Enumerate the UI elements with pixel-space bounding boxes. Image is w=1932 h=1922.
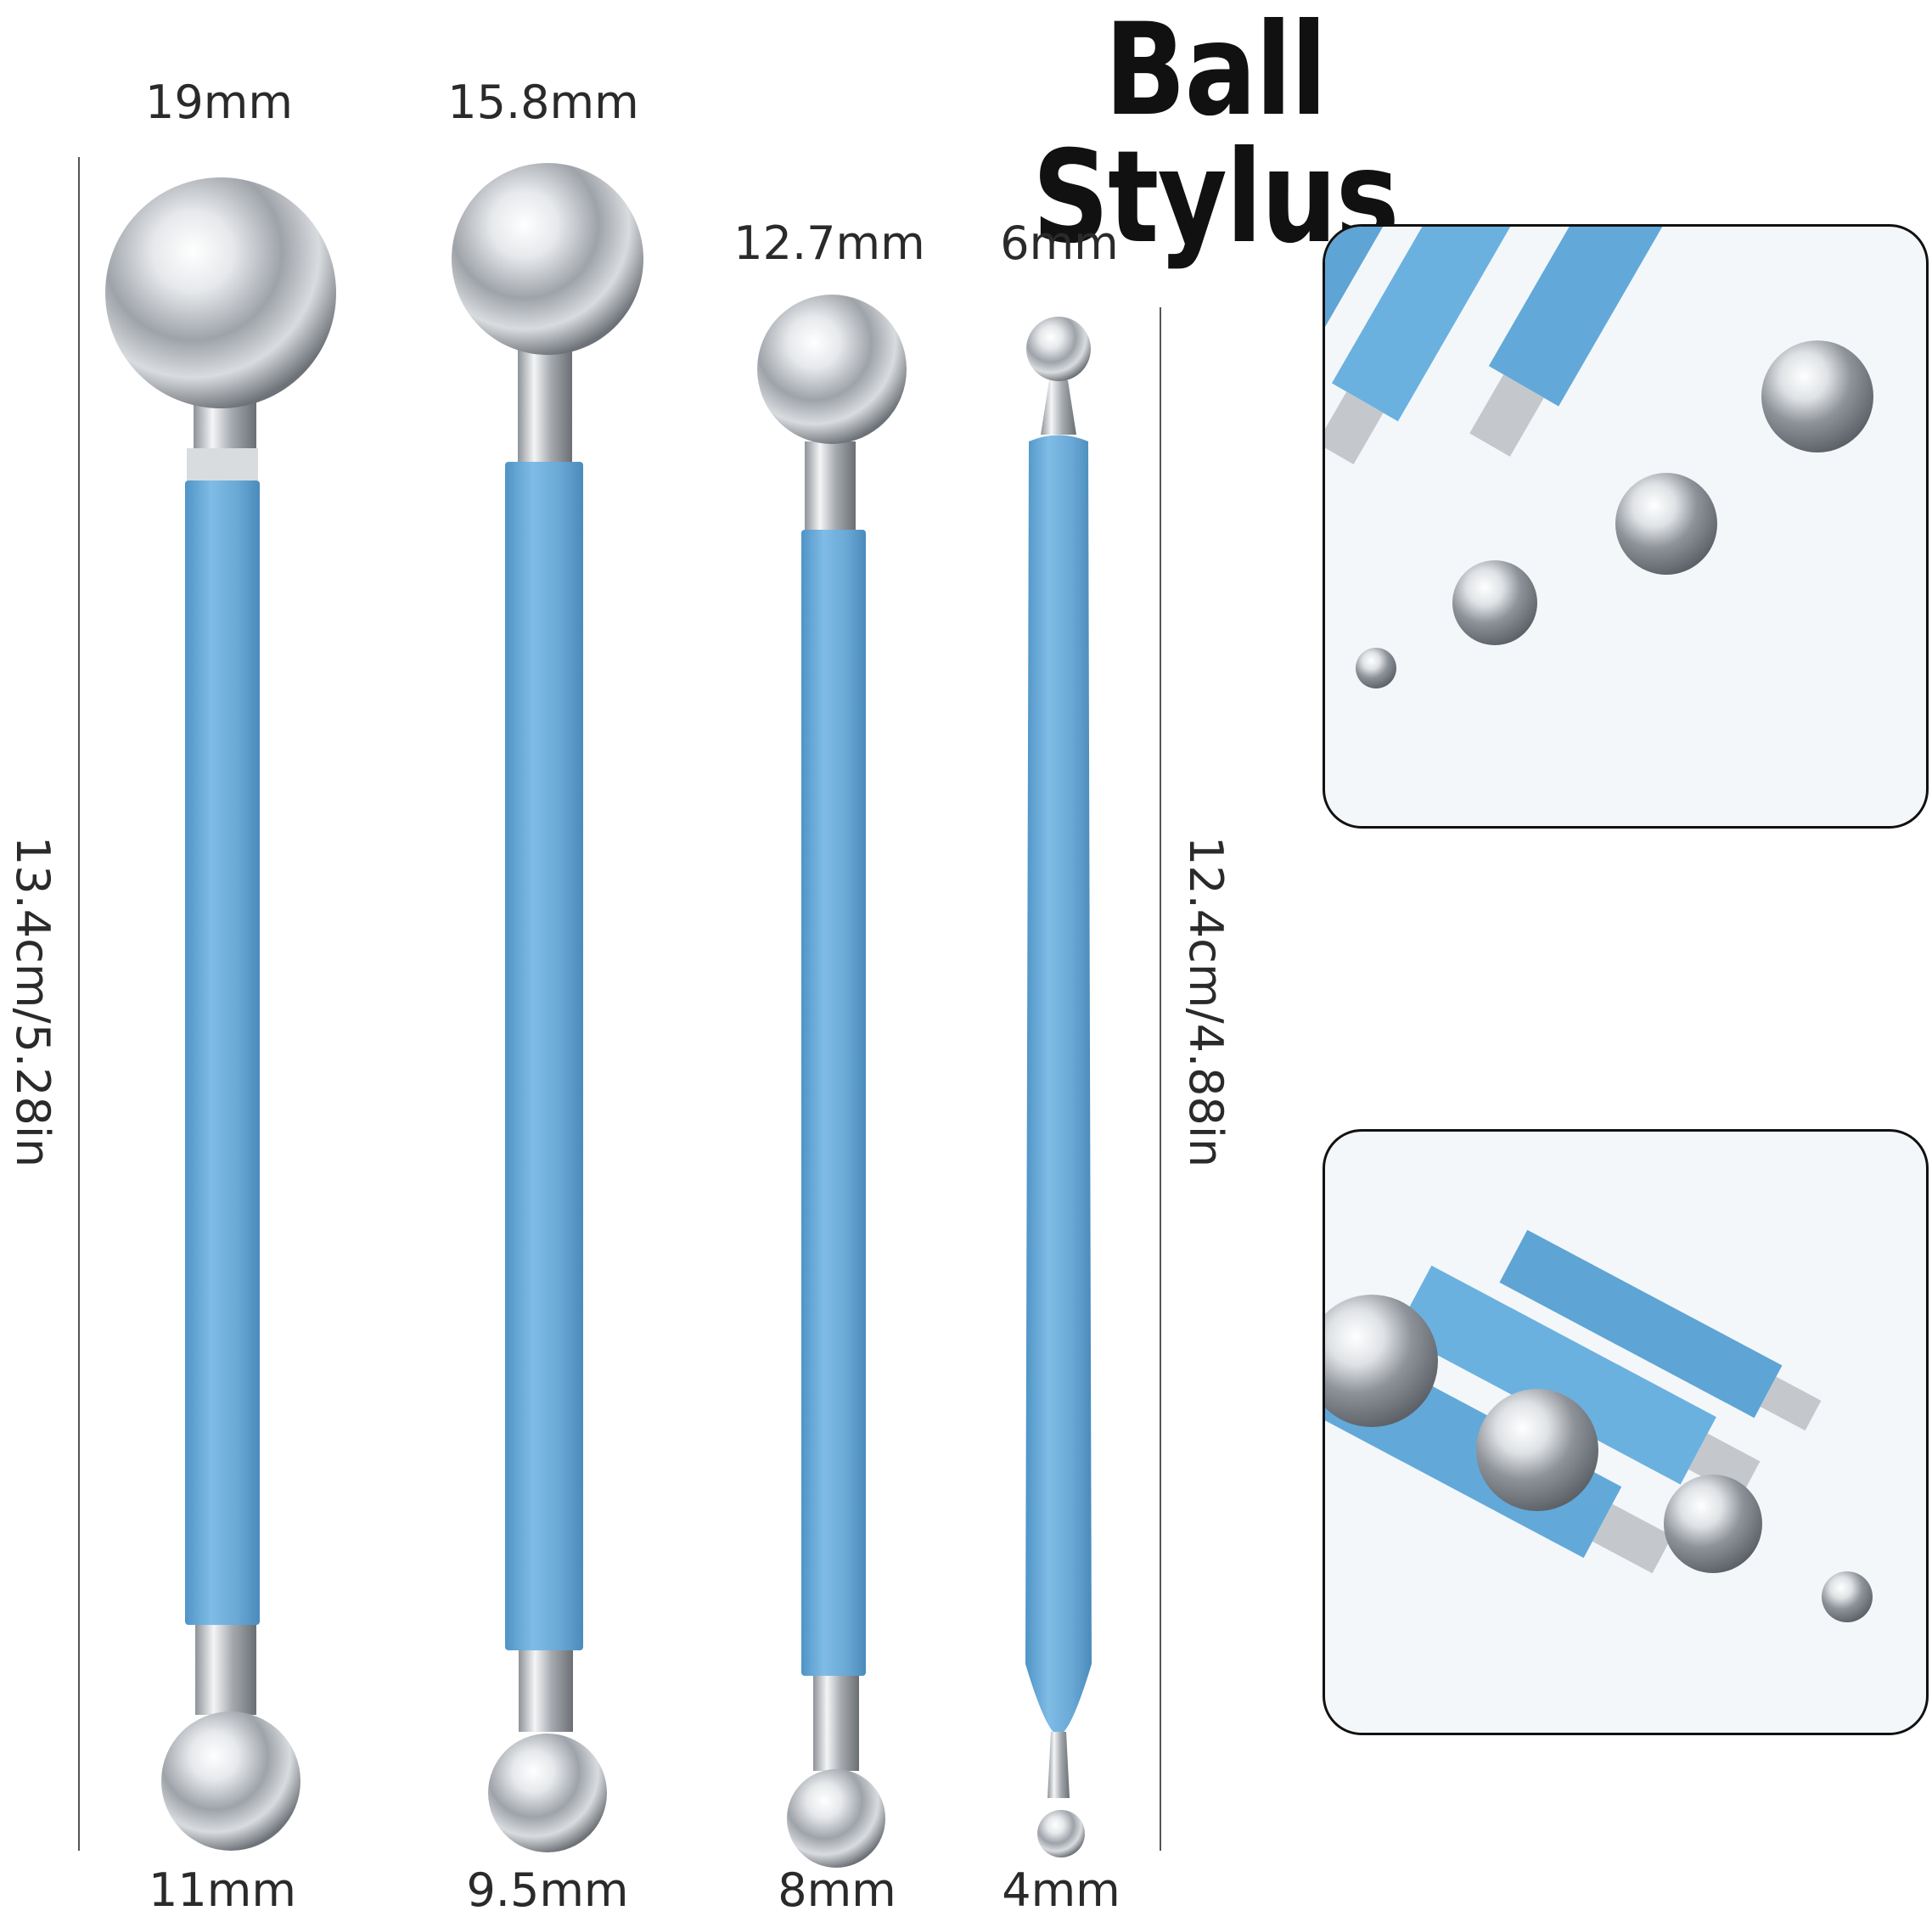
stylus-tool-1 [105, 177, 336, 1851]
stylus-tool-4 [1025, 317, 1092, 1857]
closeup-photo-1-art [1325, 227, 1873, 688]
title: Ball Stylus [1032, 0, 1400, 272]
tool-3-bottom-ball [787, 1769, 885, 1868]
tool-1-bottom-rod [195, 1625, 256, 1715]
size-label-top-1: 19mm [145, 76, 293, 129]
tool-2-bottom-ball [488, 1734, 607, 1852]
closeup-photo-2-art [1325, 1229, 1873, 1622]
closeup-photo-2 [1323, 1129, 1929, 1735]
length-line-right [1160, 307, 1161, 1851]
size-label-bottom-3: 8mm [778, 1863, 896, 1917]
tool-4-bottom-ball [1037, 1810, 1085, 1857]
tool-3-bottom-rod [813, 1676, 859, 1771]
tool-1-handle [185, 480, 260, 1625]
size-label-bottom-4: 4mm [1002, 1863, 1120, 1917]
tool-2-bottom-rod [519, 1650, 573, 1732]
stylus-tool-3 [757, 295, 907, 1868]
tool-1-top-rod [194, 401, 256, 450]
size-label-bottom-2: 9.5mm [466, 1863, 629, 1917]
tool-4-top-ball [1026, 317, 1091, 381]
tool-1-bottom-ball [161, 1711, 300, 1851]
tool-2-top-ball [452, 163, 643, 355]
tool-2-handle [505, 462, 583, 1650]
tool-2-top-rod [518, 350, 572, 462]
tool-4-handle [1025, 435, 1092, 1736]
tool-3-top-rod [805, 441, 856, 533]
tool-1-top-ball [105, 177, 336, 408]
length-line-left [78, 157, 80, 1851]
size-label-top-4: 6mm [1000, 216, 1119, 270]
tool-4-bottom-tip [1047, 1732, 1070, 1798]
tool-1-top-collar [187, 448, 258, 480]
tool-4-top-tip [1041, 380, 1076, 435]
tool-3-handle [801, 530, 866, 1676]
closeup-photo-1 [1323, 224, 1929, 829]
tool-3-top-ball [757, 295, 907, 444]
size-label-top-3: 12.7mm [733, 216, 925, 270]
stylus-tool-2 [452, 163, 643, 1852]
size-label-top-2: 15.8mm [447, 76, 639, 129]
size-label-bottom-1: 11mm [149, 1863, 296, 1917]
